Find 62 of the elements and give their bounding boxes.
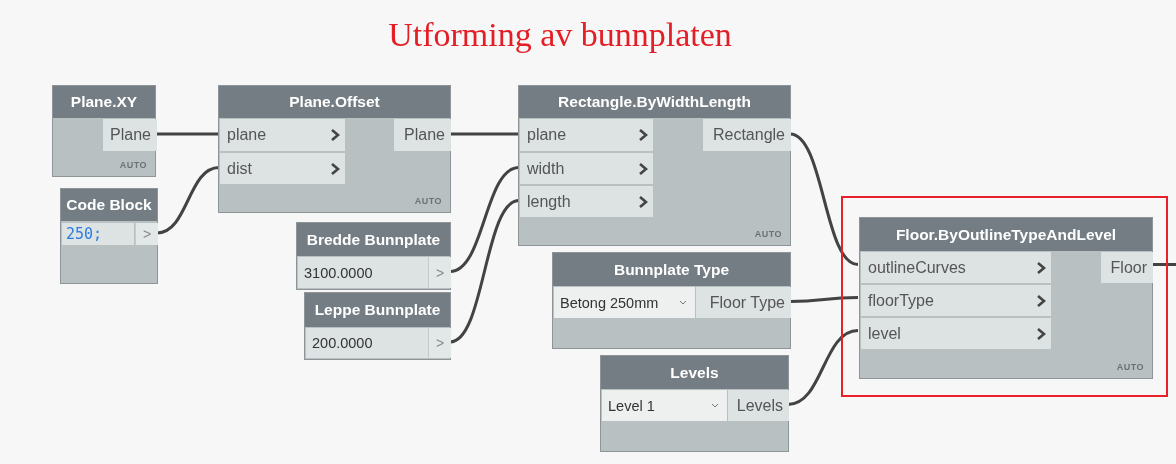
output-port: Rectangle (703, 119, 791, 151)
input-port (520, 186, 653, 217)
code-field: 250; (62, 223, 134, 245)
node-card (552, 252, 791, 349)
node-title: Rectangle.ByWidthLength (519, 86, 790, 118)
run-mode-label: AUTO (754, 229, 782, 239)
node-card (518, 85, 791, 246)
number-field: 200.0000 (306, 328, 428, 358)
node-card (304, 292, 451, 360)
port-label: outlineCurves (868, 258, 966, 277)
connector-wire (450, 132, 519, 136)
output-port: > (135, 223, 158, 245)
run-mode-label: AUTO (414, 196, 442, 206)
node-title: Leppe Bunnplate (305, 293, 450, 327)
port-label: width (527, 159, 565, 178)
run-mode-label: AUTO (1116, 362, 1144, 372)
output-port: > (428, 328, 451, 358)
port-label: level (868, 324, 901, 343)
port-label: length (527, 192, 571, 211)
port-label: dist (227, 159, 252, 178)
node-card (52, 85, 156, 177)
node-title: Plane.Offset (219, 86, 450, 118)
node-title: Bredde Bunnplate (297, 223, 450, 256)
node-card (600, 355, 789, 452)
input-port (220, 153, 345, 184)
input-port (861, 252, 1051, 283)
input-port (520, 119, 653, 151)
connector-wire (156, 132, 219, 136)
dropdown-value: Level 1 (608, 397, 655, 414)
output-port: Floor Type (696, 287, 791, 318)
input-port (520, 153, 653, 184)
node-title: Code Block (61, 189, 157, 221)
node-card (859, 217, 1153, 379)
output-port: Plane (103, 119, 157, 151)
node-title: Levels (601, 356, 788, 389)
dropdown-value: Betong 250mm (560, 294, 659, 311)
node-card (60, 188, 158, 284)
node-title: Floor.ByOutlineTypeAndLevel (860, 218, 1152, 251)
port-label: plane (227, 126, 267, 144)
input-port (861, 285, 1051, 316)
connector-wire (790, 296, 858, 303)
node-title: Plane.XY (53, 86, 155, 118)
connector-wire (156, 166, 220, 235)
highlight-frame (841, 196, 1168, 397)
node-card (296, 222, 451, 290)
number-field: 3100.0000 (298, 257, 428, 288)
output-port: Plane (394, 119, 451, 151)
output-port: Floor (1101, 252, 1153, 283)
node-card (218, 85, 451, 213)
connector-wire (449, 199, 520, 344)
port-label: plane (527, 126, 567, 144)
connector-wire (449, 166, 520, 273)
diagram-title: Utforming av bunnplaten (387, 16, 733, 54)
output-port: > (428, 257, 451, 288)
run-mode-label: AUTO (119, 160, 147, 170)
output-port: Levels (728, 390, 789, 421)
port-label: floorType (868, 291, 934, 310)
node-title: Bunnplate Type (553, 253, 790, 286)
input-port (861, 318, 1051, 349)
input-port (220, 119, 345, 151)
dropdown-field (602, 390, 727, 421)
dropdown-field (554, 287, 695, 318)
